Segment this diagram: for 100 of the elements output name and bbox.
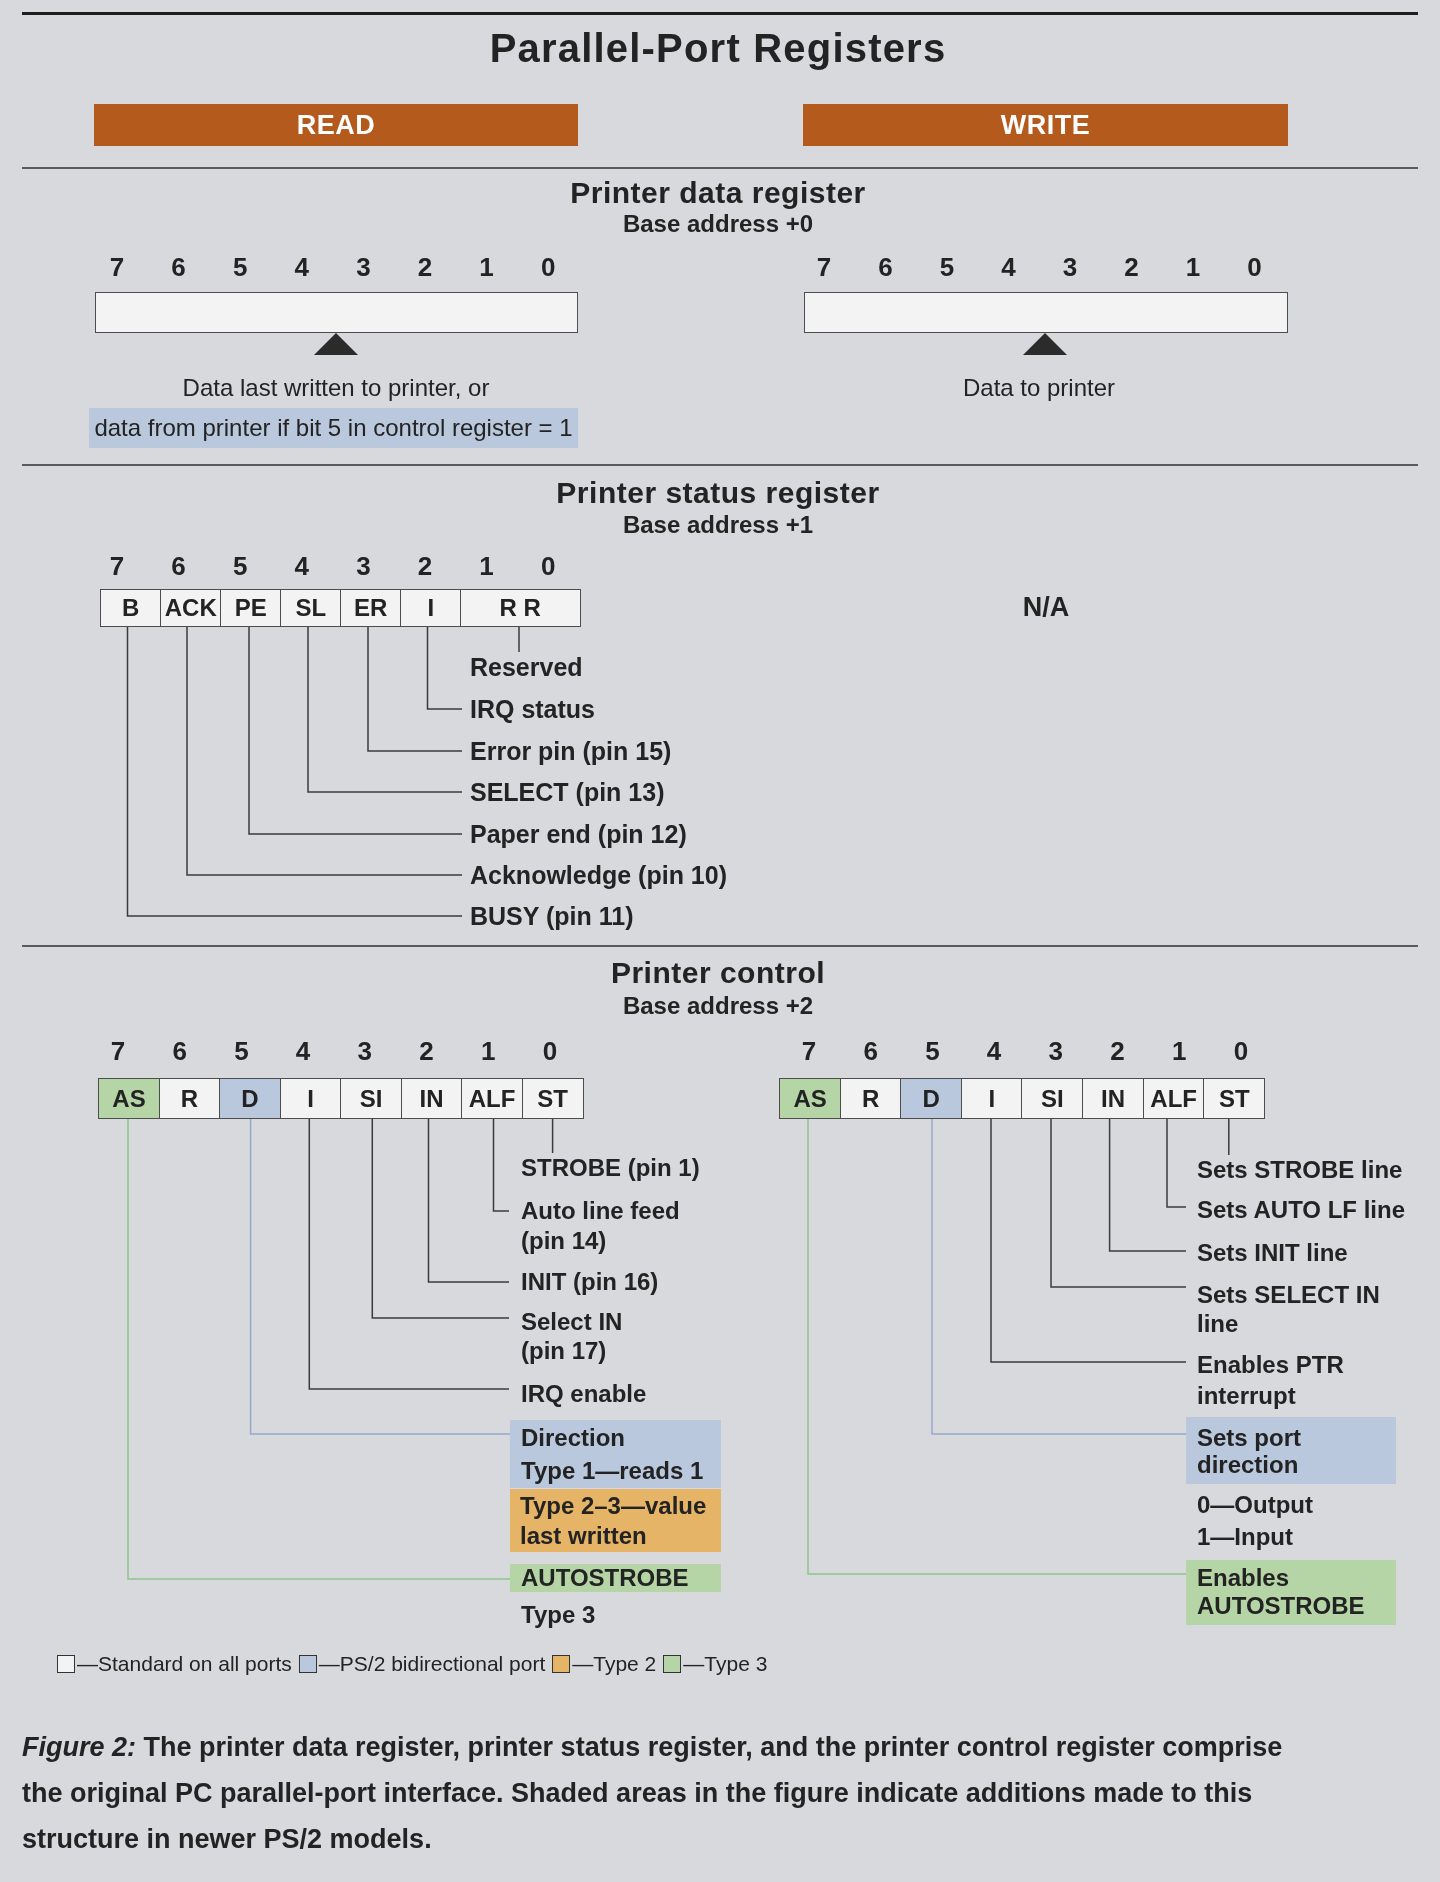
bit-description: Error pin (pin 15) xyxy=(462,736,672,766)
bit-number: 3 xyxy=(357,1036,373,1066)
bit-description: Reserved xyxy=(462,652,583,682)
leader-line xyxy=(186,626,463,876)
bit-number: 2 xyxy=(417,252,433,282)
register-note: Data last written to printer, or xyxy=(182,355,490,402)
bit-number: 7 xyxy=(110,1036,126,1066)
bit-number: 1 xyxy=(1185,252,1201,282)
register-bit-cell: ST xyxy=(521,1078,584,1119)
register-note: data from printer if bit 5 in control register = 1 xyxy=(94,413,573,443)
base-address-text: Base address +2 xyxy=(622,992,814,1020)
leader-line xyxy=(1166,1118,1187,1208)
bit-number: 1 xyxy=(1171,1036,1187,1066)
bit-number: 2 xyxy=(1110,1036,1125,1066)
bit-number: 0 xyxy=(540,551,556,581)
register-bit-cell: ACK xyxy=(160,589,222,627)
register-bit-cell: AS xyxy=(779,1078,842,1119)
register-box xyxy=(95,292,578,333)
bit-number: 4 xyxy=(295,1036,311,1066)
leader-line xyxy=(367,626,463,752)
register-bit-cell: ER xyxy=(340,589,402,627)
bit-description: Acknowledge (pin 10) xyxy=(462,860,727,890)
register-bit-cell: D xyxy=(219,1078,281,1119)
leader-line xyxy=(518,626,520,653)
leader-line xyxy=(249,1118,511,1435)
highlight-band xyxy=(510,1489,721,1552)
bit-number: 3 xyxy=(356,551,371,581)
register-bit-cell: R R xyxy=(460,589,581,627)
description-text: Type 1—reads 1 xyxy=(521,1456,704,1486)
figure-caption: Figure 2: The printer data register, printer status register, and the printer control register comprise the original PC parallel-port interface. Shaded areas in the figure indicate additions made to this structure in newer PS/2 models. xyxy=(22,1731,1284,1856)
bit-number: 3 xyxy=(356,252,371,282)
leader-line xyxy=(126,626,463,917)
side-note: Type 3 xyxy=(521,1600,596,1630)
bit-description: Paper end (pin 12) xyxy=(462,819,687,849)
bit-description: SELECT (pin 13) xyxy=(462,777,665,807)
highlight-band xyxy=(510,1420,721,1488)
register-bit-cell: AS xyxy=(98,1078,160,1119)
leader-line xyxy=(427,1118,510,1283)
leader-line xyxy=(1228,1118,1230,1156)
bit-number: 6 xyxy=(171,551,186,581)
register-bit-cell: I xyxy=(960,1078,1023,1119)
diagram-title: Parallel-Port Registers xyxy=(489,25,947,71)
register-bit-cell: SI xyxy=(1021,1078,1084,1119)
description-text: Type 2–3—value last written xyxy=(520,1491,708,1551)
register-bit-cell: IN xyxy=(400,1078,463,1119)
legend-text: —Type 2 xyxy=(572,1652,657,1676)
description-text: Sets port direction xyxy=(1197,1424,1302,1478)
register-bit-cell: B xyxy=(100,589,162,627)
bit-number: 7 xyxy=(816,252,832,282)
bit-number: 6 xyxy=(172,1036,187,1066)
bit-number: 2 xyxy=(1124,252,1139,282)
description-text: Enables AUTOSTROBE xyxy=(1197,1564,1366,1620)
bit-description: Sets INIT line xyxy=(1186,1238,1348,1268)
register-bit-cell: SI xyxy=(340,1078,402,1119)
bit-number: 0 xyxy=(1247,252,1262,282)
section-heading: Printer data register xyxy=(570,176,866,210)
bit-number: 1 xyxy=(480,1036,496,1066)
section-heading: Printer status register xyxy=(556,476,880,510)
highlight-band xyxy=(1186,1560,1396,1625)
leader-line xyxy=(371,1118,510,1319)
legend-text: —Standard on all ports xyxy=(77,1652,292,1676)
highlight-band xyxy=(510,1564,721,1592)
leader-line xyxy=(127,1118,511,1580)
bit-description: IRQ enable xyxy=(509,1379,647,1409)
bit-number: 5 xyxy=(234,1036,249,1066)
bit-description: Auto line feed (pin 14) xyxy=(509,1196,689,1255)
register-bit-cell: IN xyxy=(1082,1078,1145,1119)
leader-line xyxy=(307,626,463,793)
bit-number: 2 xyxy=(419,1036,434,1066)
bit-description: Sets SELECT IN line xyxy=(1186,1280,1392,1338)
leader-line xyxy=(1108,1118,1187,1252)
bit-number: 0 xyxy=(542,1036,558,1066)
bit-description: Enables PTR interrupt xyxy=(1186,1349,1357,1411)
register-bit-cell: ST xyxy=(1203,1078,1266,1119)
leader-line xyxy=(308,1118,510,1390)
register-bit-cell: PE xyxy=(220,589,282,627)
bit-number: 5 xyxy=(232,551,248,581)
bit-description: STROBE (pin 1) xyxy=(509,1153,700,1183)
legend-text: —Type 3 xyxy=(683,1652,768,1676)
leader-line xyxy=(990,1118,1187,1363)
register-bit-cell: ALF xyxy=(1142,1078,1205,1119)
bit-number: 5 xyxy=(232,252,248,282)
bit-number: 7 xyxy=(109,252,125,282)
leader-line xyxy=(426,626,463,710)
register-box xyxy=(804,292,1288,333)
highlight-band xyxy=(1186,1417,1396,1484)
register-bit-cell: ALF xyxy=(461,1078,523,1119)
pointer-arrow xyxy=(1023,333,1067,355)
bit-number: 6 xyxy=(878,252,893,282)
bit-description: BUSY (pin 11) xyxy=(462,901,634,931)
bit-number: 7 xyxy=(801,1036,817,1066)
register-note: Data to printer xyxy=(962,355,1116,402)
register-bit-cell: R xyxy=(158,1078,221,1119)
pointer-arrow xyxy=(314,333,358,355)
bit-number: 4 xyxy=(294,252,310,282)
leader-line xyxy=(551,1118,554,1154)
register-bit-cell: D xyxy=(900,1078,963,1119)
bit-number: 3 xyxy=(1048,1036,1064,1066)
bit-description: Sets AUTO LF line xyxy=(1186,1195,1406,1225)
description-text: Direction xyxy=(521,1423,625,1453)
